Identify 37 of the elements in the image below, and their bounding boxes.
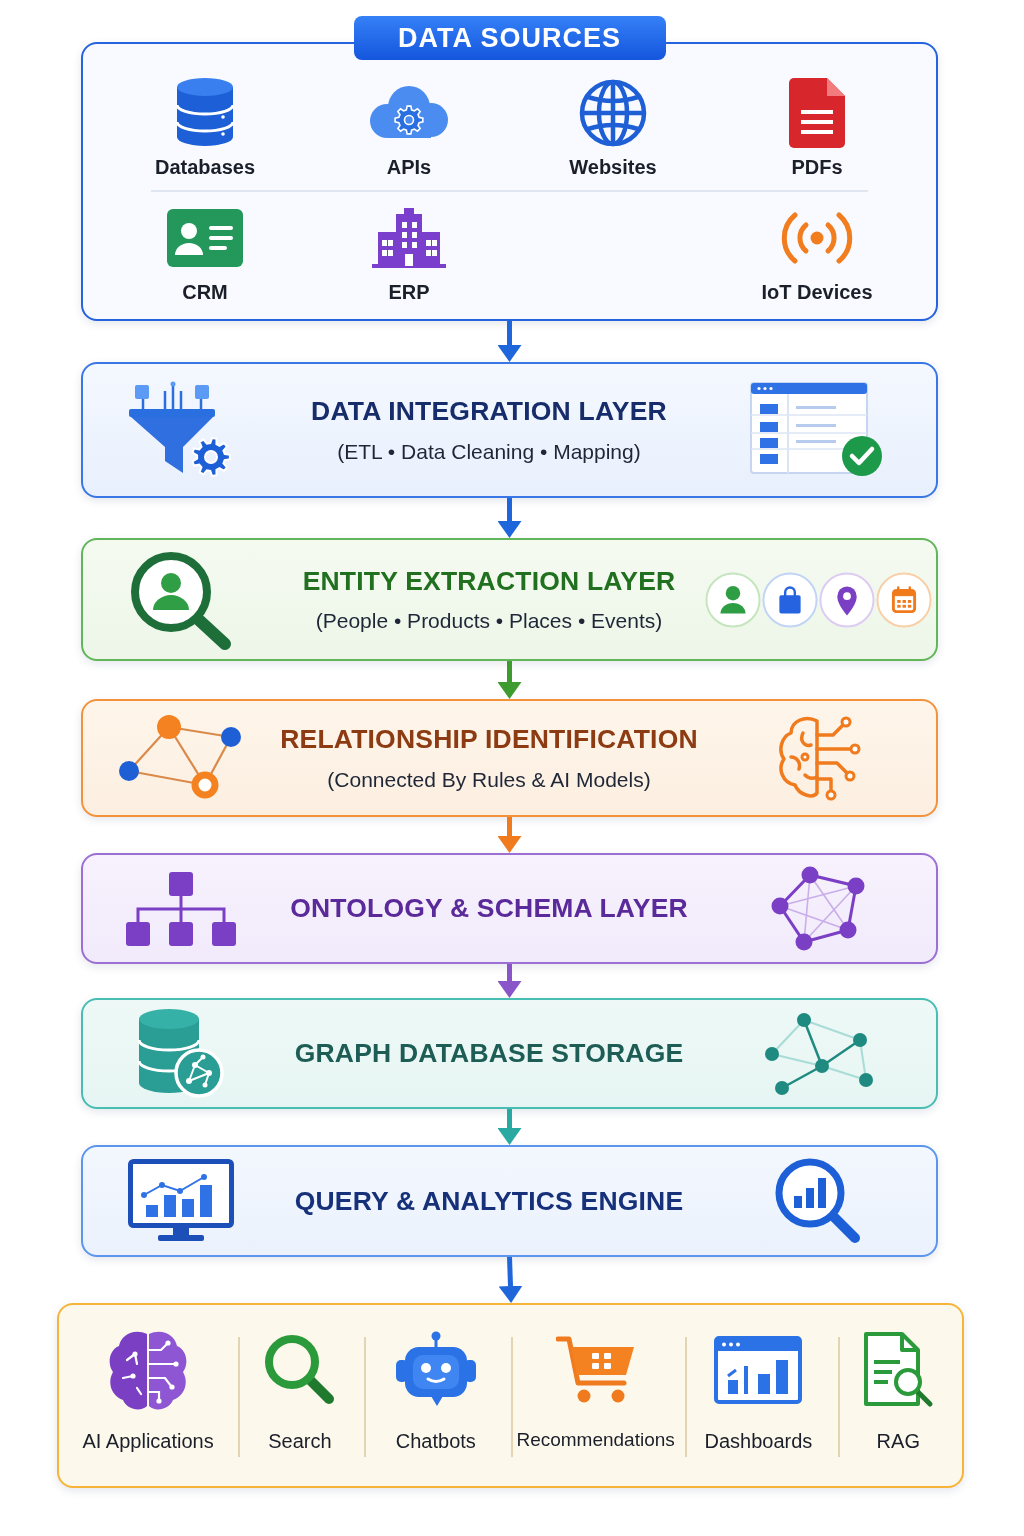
output-label: Search: [268, 1429, 332, 1453]
output-label: RAG: [876, 1429, 920, 1453]
output-label: Dashboards: [704, 1429, 813, 1453]
output-label: Recommendations: [516, 1429, 675, 1452]
arrow: [497, 498, 522, 538]
output-panel: [57, 1303, 964, 1488]
layer-title: ONTOLOGY & SCHEMA LAYER: [290, 893, 688, 924]
layer-panel: [81, 538, 938, 661]
layer-title: GRAPH DATABASE STORAGE: [294, 1038, 684, 1069]
source-label: APIs: [386, 155, 432, 179]
layer-panel: [81, 699, 938, 817]
source-label: CRM: [182, 280, 228, 304]
output-label: AI Applications: [82, 1429, 214, 1453]
arrow: [497, 1109, 522, 1145]
source-label: PDFs: [791, 155, 843, 179]
source-label: Websites: [569, 155, 657, 179]
layer-subtitle: (ETL • Data Cleaning • Mapping): [337, 439, 641, 464]
output-label: Chatbots: [395, 1429, 476, 1453]
arrow: [498, 1256, 523, 1303]
arrow: [497, 964, 522, 998]
layer-panel: [81, 1145, 938, 1257]
title-badge: DATA SOURCES: [353, 16, 666, 60]
layer-panel: [81, 362, 938, 498]
layer-title: RELATIONSHIP IDENTIFICATION: [280, 724, 698, 755]
layer-panel: [81, 853, 938, 964]
source-label: ERP: [388, 280, 430, 304]
source-label: IoT Devices: [761, 280, 873, 304]
layer-title: QUERY & ANALYTICS ENGINE: [294, 1185, 684, 1217]
source-label: Databases: [154, 155, 256, 179]
layer-title: ENTITY EXTRACTION LAYER: [302, 565, 676, 597]
layer-title: DATA INTEGRATION LAYER: [311, 396, 667, 427]
layer-subtitle: (People • Products • Places • Events): [315, 609, 663, 634]
arrow: [497, 661, 522, 699]
layer-panel: [81, 998, 938, 1109]
arrow: [497, 321, 522, 362]
layer-subtitle: (Connected By Rules & AI Models): [327, 767, 651, 792]
arrow: [497, 817, 522, 853]
